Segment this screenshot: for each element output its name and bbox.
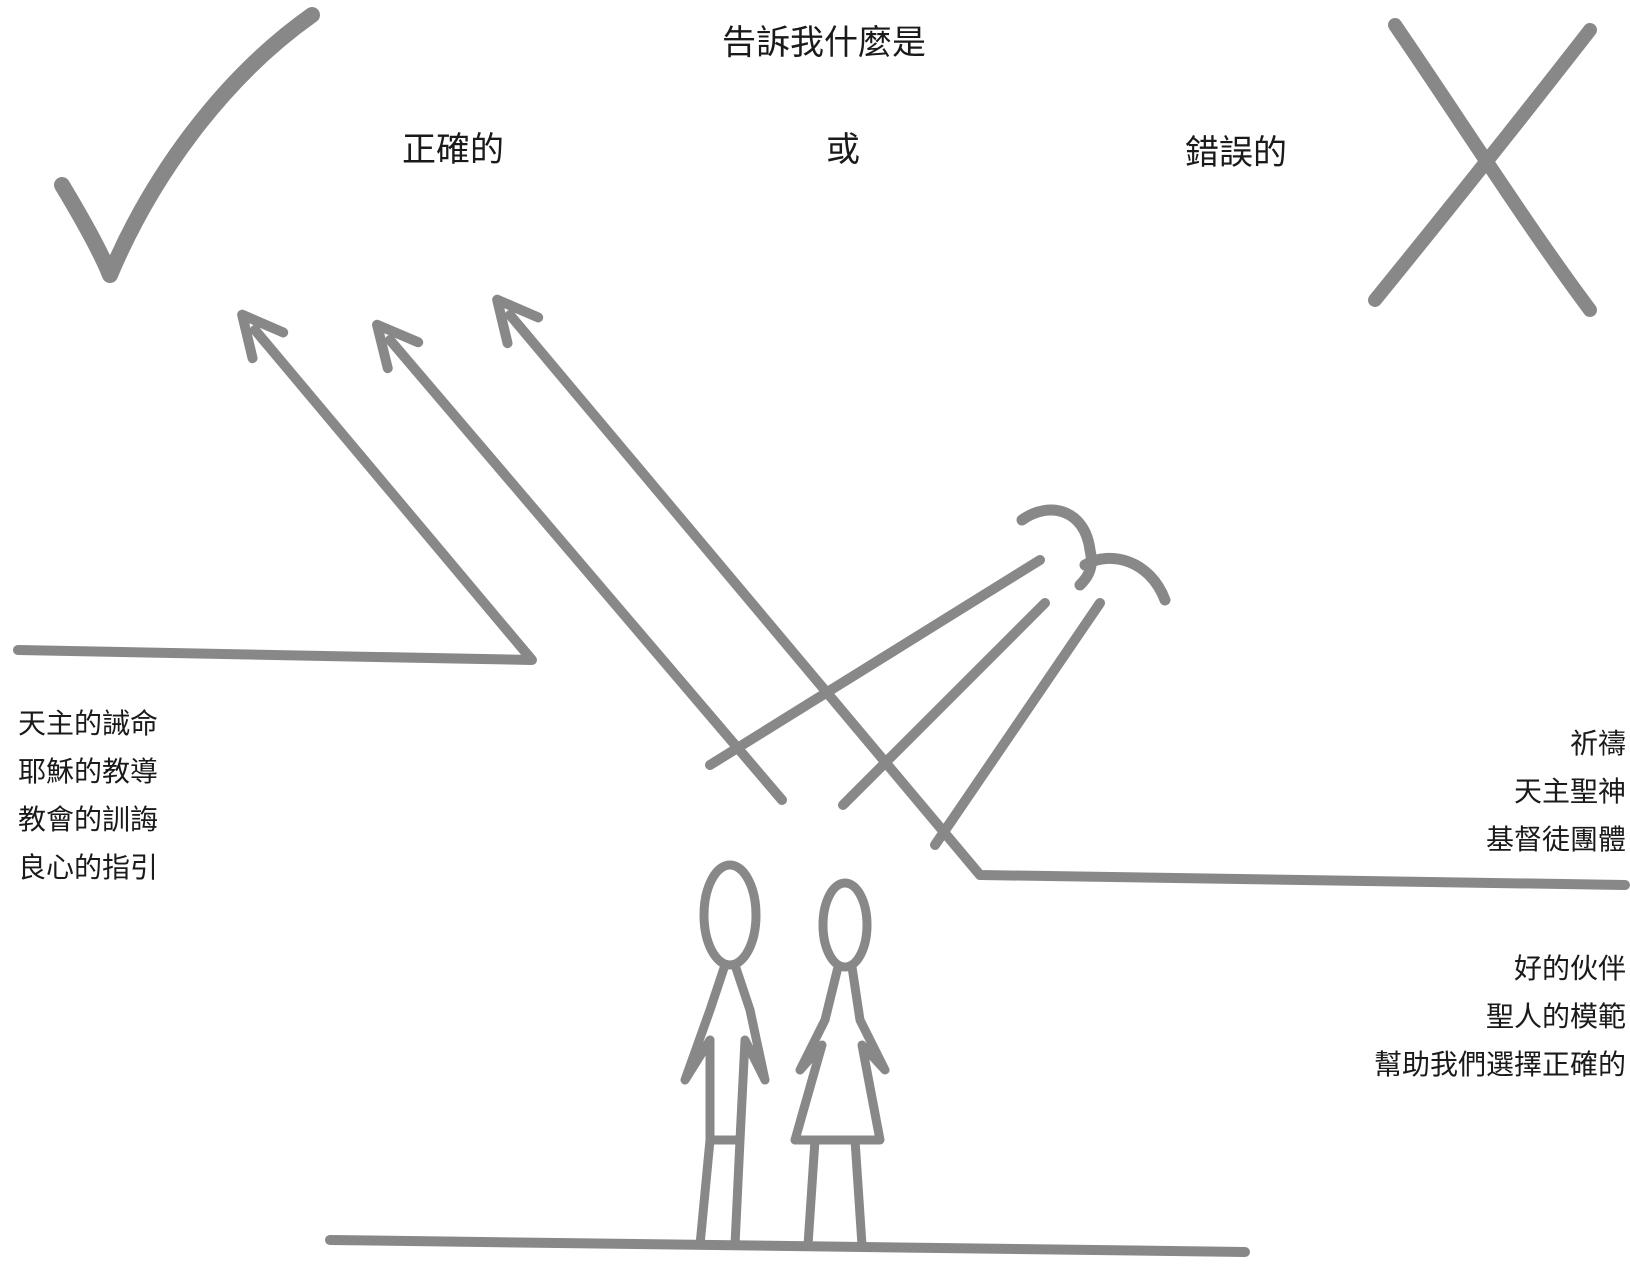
left-list-item: 耶穌的教導	[18, 755, 159, 788]
person-left-icon	[680, 860, 770, 1250]
left-guidance-list: 天主的誡命 耶穌的教導 教會的訓誨 良心的指引	[18, 700, 158, 892]
spirit-ray-2	[838, 598, 1050, 810]
right-lower-item: 聖人的模範	[1485, 1000, 1626, 1033]
left-list-item: 天主的誡命	[18, 707, 159, 740]
or-label: 或	[826, 130, 860, 170]
spirit-ray-3	[930, 598, 1105, 850]
right-lower-item: 好的伙伴	[1513, 952, 1626, 985]
left-list-item: 良心的指引	[18, 851, 159, 884]
person-right-icon	[790, 878, 890, 1250]
right-upper-item: 祈禱	[1569, 727, 1626, 760]
right-upper-item: 天主聖神	[1513, 775, 1626, 808]
spirit-ray-1	[705, 555, 1045, 770]
right-upper-list: 祈禱 天主聖神 基督徒團體	[1486, 720, 1626, 864]
dove-icon	[1016, 504, 1171, 606]
ground-line	[325, 1235, 1250, 1257]
right-upper-item: 基督徒團體	[1485, 823, 1626, 856]
question-heading: 告訴我什麼是	[722, 23, 926, 63]
check-mark-icon	[54, 7, 320, 283]
right-lower-list: 好的伙伴 聖人的模範 幫助我們選擇正確的	[1374, 945, 1626, 1089]
middle-guidance-arrow	[372, 319, 787, 805]
left-list-item: 教會的訓誨	[18, 803, 159, 836]
right-label: 正確的	[402, 130, 504, 170]
right-lower-item: 幫助我們選擇正確的	[1373, 1048, 1626, 1081]
cross-mark-icon	[1368, 18, 1597, 317]
right-guidance-arrow	[492, 294, 1630, 890]
left-guidance-arrow	[13, 309, 537, 665]
wrong-label: 錯誤的	[1185, 133, 1287, 173]
